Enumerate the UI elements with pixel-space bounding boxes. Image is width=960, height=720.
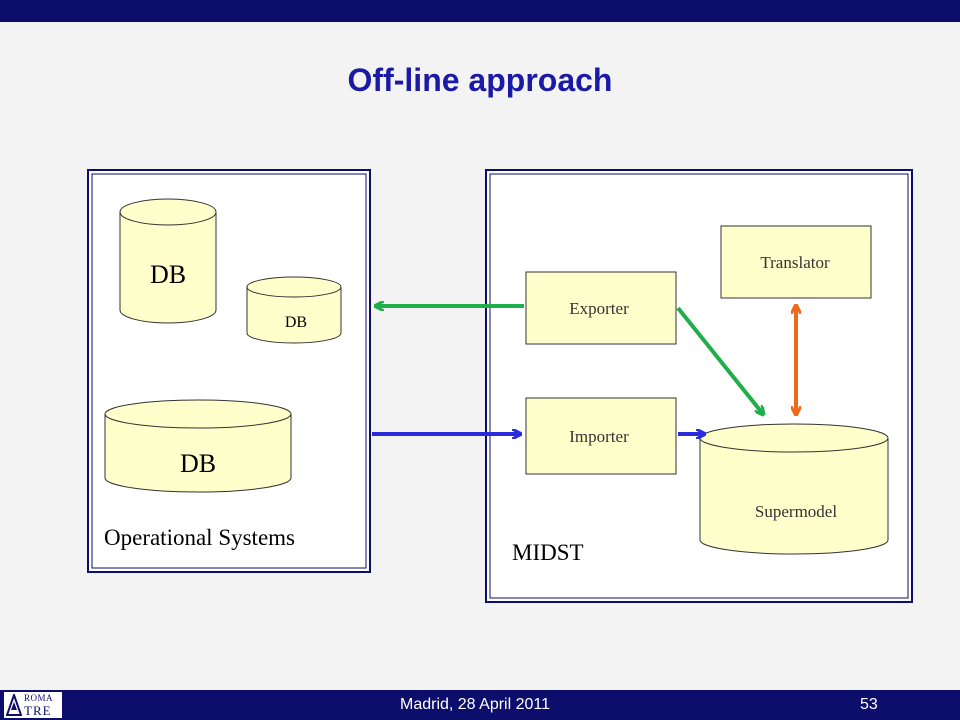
bottom-bar: [0, 690, 960, 720]
importer-label: Importer: [569, 427, 629, 446]
operational-systems-label: Operational Systems: [104, 525, 295, 550]
db-label-2: DB: [285, 314, 307, 331]
page-number: 53: [860, 696, 878, 713]
supermodel-cylinder: [699, 423, 889, 555]
db-label-1: DB: [150, 260, 186, 289]
logo-text-roma: ROMA: [24, 693, 54, 703]
logo-text-tre: TRE: [24, 703, 52, 718]
importer-box: [525, 397, 677, 475]
roma-tre-logo: ROMA TRE: [4, 692, 62, 718]
db-label-3: DB: [180, 449, 216, 478]
exporter-supermodel-arrow: [676, 306, 763, 414]
slide-title: Off-line approach: [347, 62, 613, 98]
supermodel-label: Supermodel: [755, 502, 837, 521]
db-cylinder-large: [119, 198, 217, 324]
db-cylinder-small: [246, 276, 342, 344]
architecture-diagram: DB DB DB Operational Systems Exporter Im…: [87, 169, 913, 603]
midst-label: MIDST: [512, 540, 584, 565]
db-cylinder-wide: [104, 399, 292, 493]
top-bar: [0, 0, 960, 22]
footer-text: Madrid, 28 April 2011: [399, 696, 550, 713]
logo-mark-icon: [6, 694, 22, 716]
exporter-box: [525, 271, 677, 345]
exporter-label: Exporter: [569, 299, 629, 318]
translator-box: [720, 225, 872, 299]
translator-label: Translator: [760, 253, 830, 272]
